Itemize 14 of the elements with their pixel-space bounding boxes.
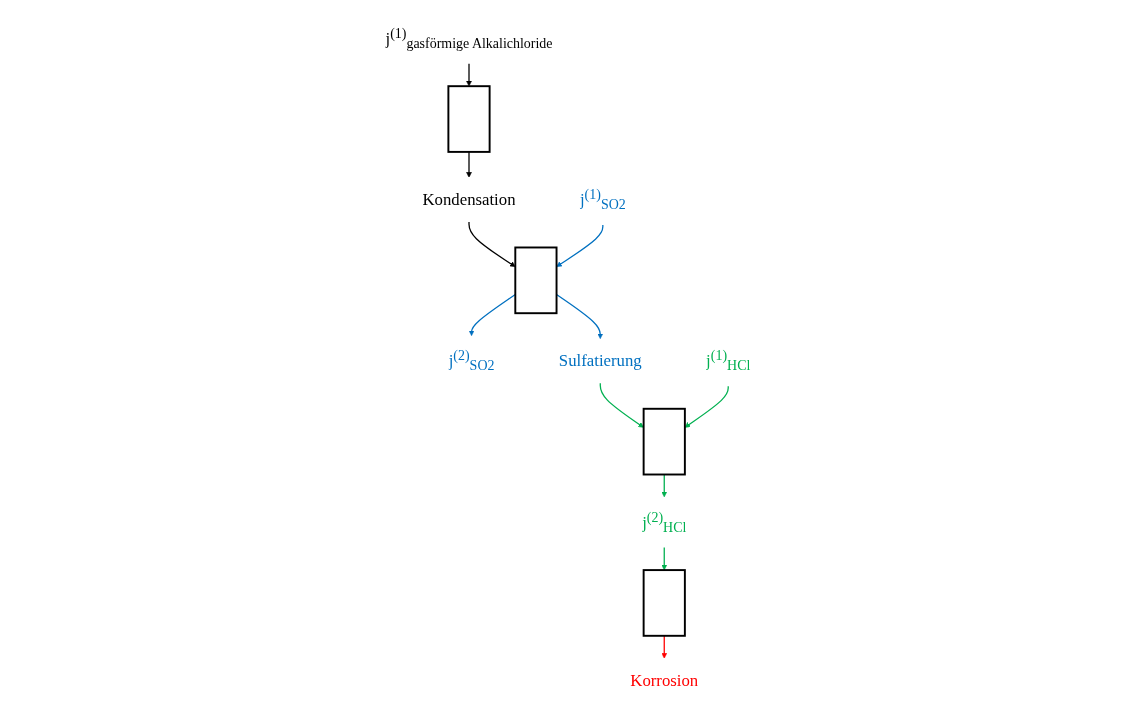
arrow — [599, 382, 644, 428]
arrow — [465, 150, 472, 178]
arrow — [661, 546, 667, 570]
node-box — [642, 568, 686, 637]
arrow — [661, 473, 667, 497]
node-text: Kondensation — [422, 189, 516, 209]
arrow — [465, 62, 472, 86]
node-text: Sulfatierung — [558, 351, 642, 370]
arrow — [661, 634, 667, 659]
node-box — [642, 407, 686, 475]
node-text: Korrosion — [629, 670, 698, 690]
arrow — [684, 385, 729, 428]
node-box — [447, 84, 491, 153]
node-box — [513, 246, 558, 314]
